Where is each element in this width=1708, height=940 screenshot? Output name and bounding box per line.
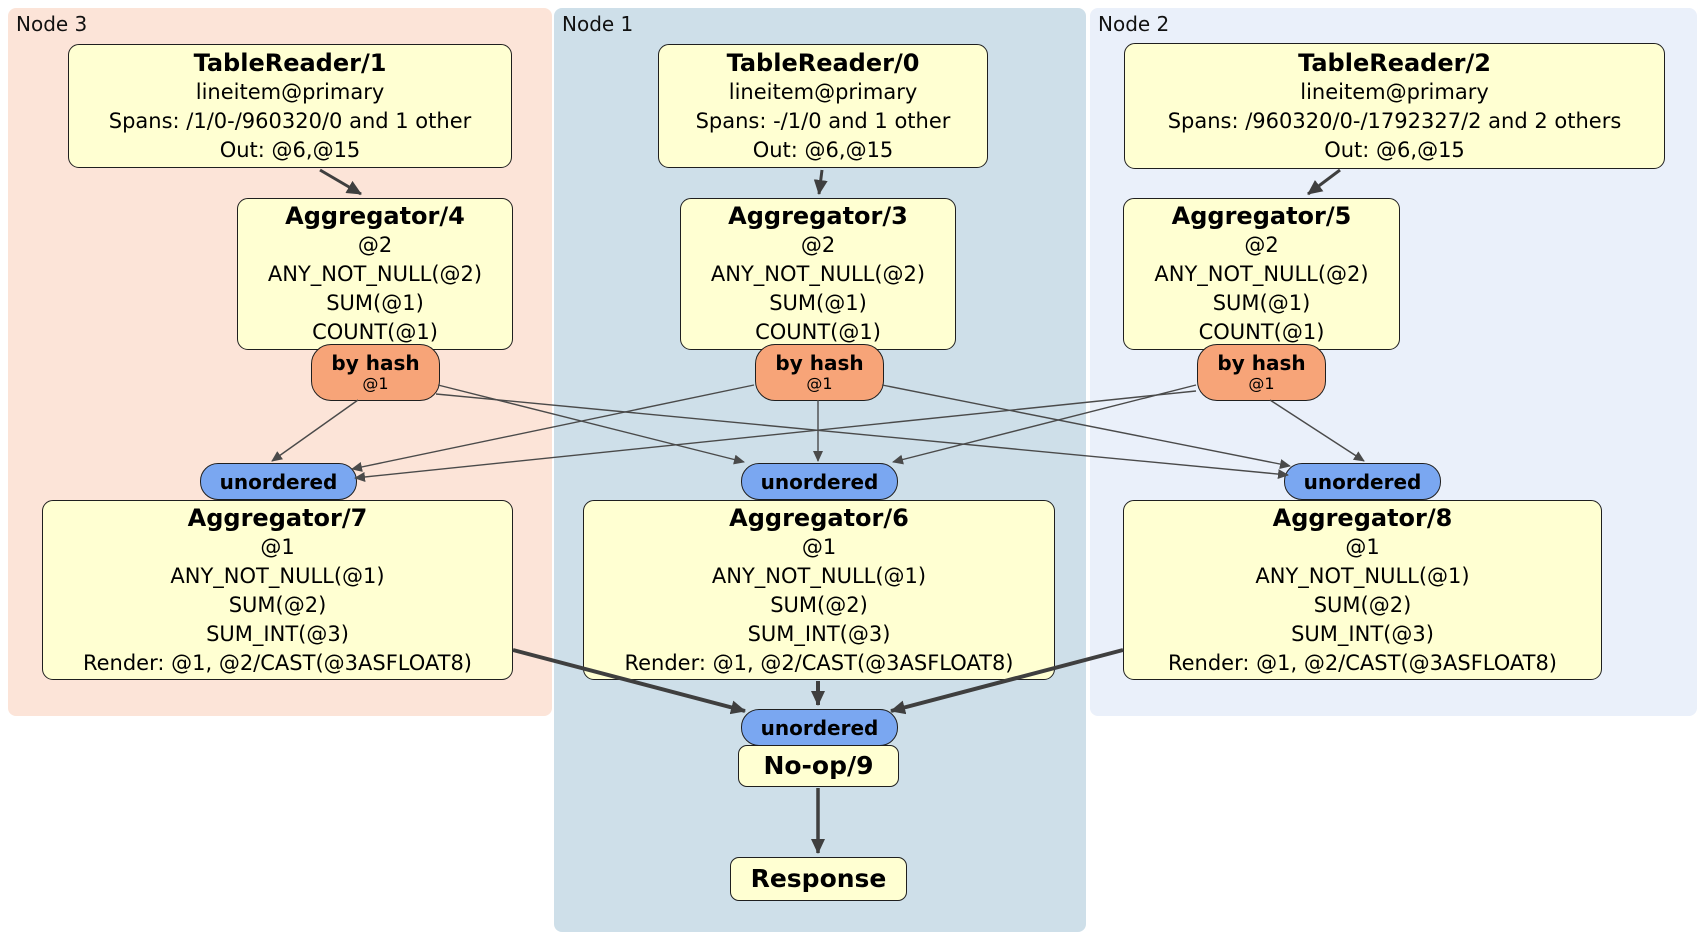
processor-detail: Out: @6,@15 [752,137,894,162]
processor-detail: Spans: /960320/0-/1792327/2 and 2 others [1167,108,1622,133]
processor-detail: @2 [1244,233,1279,257]
processor-detail: @2 [357,233,393,257]
processor-detail: @1 [1345,534,1380,559]
processor-detail: COUNT(@1) [1198,320,1325,344]
processor-detail: @1 [260,534,295,559]
processor-detail: ANY_NOT_NULL(@1) [711,563,927,588]
processor-detail: Render: @1, @2/CAST(@3ASFLOAT8) [82,650,473,675]
processor-aggregator-3: Aggregator/3 @2 ANY_NOT_NULL(@2) SUM(@1)… [680,198,956,350]
processor-detail: SUM(@1) [1212,291,1311,315]
processor-title: Aggregator/3 [728,202,908,230]
processor-detail: SUM(@1) [769,291,867,315]
processor-detail: SUM(@2) [770,592,868,617]
processor-detail: Spans: -/1/0 and 1 other [695,108,951,133]
sync-label: unordered [219,469,338,494]
sync-label: unordered [1303,469,1422,494]
processor-detail: lineitem@primary [1300,79,1489,104]
processor-detail: ANY_NOT_NULL(@2) [267,262,483,286]
processor-title: Aggregator/4 [285,202,465,230]
processor-title: Aggregator/6 [729,503,909,532]
sync-label: unordered [760,715,879,740]
processor-detail: Render: @1, @2/CAST(@3ASFLOAT8) [1167,650,1558,675]
sync-unordered-final: unordered [741,709,898,746]
sync-unordered-node2: unordered [1284,463,1441,500]
region-node1-label: Node 1 [562,12,634,36]
processor-detail: @2 [800,233,836,257]
processor-detail: lineitem@primary [728,79,918,104]
processor-detail: @1 [801,534,837,559]
processor-detail: SUM_INT(@3) [1291,621,1434,646]
router-label: by hash [331,351,420,375]
processor-title: Aggregator/5 [1171,202,1352,230]
processor-detail: Out: @6,@15 [1324,137,1465,162]
processor-title: TableReader/0 [726,48,920,77]
router-label: by hash [1217,351,1306,375]
processor-title: Response [750,864,887,893]
processor-title: TableReader/1 [193,48,387,77]
processor-aggregator-6: Aggregator/6 @1 ANY_NOT_NULL(@1) SUM(@2)… [583,500,1055,680]
processor-detail: SUM_INT(@3) [747,621,891,646]
processor-detail: ANY_NOT_NULL(@1) [1255,563,1470,588]
processor-title: TableReader/2 [1298,48,1491,77]
processor-aggregator-5: Aggregator/5 @2 ANY_NOT_NULL(@2) SUM(@1)… [1123,198,1400,350]
processor-detail: lineitem@primary [195,79,385,104]
router-by-hash-node1: by hash @1 [755,344,884,401]
region-node3-label: Node 3 [16,12,88,36]
processor-detail: Out: @6,@15 [219,137,361,162]
processor-aggregator-4: Aggregator/4 @2 ANY_NOT_NULL(@2) SUM(@1)… [237,198,513,350]
processor-title: Aggregator/8 [1272,503,1453,532]
region-node2-label: Node 2 [1098,12,1170,36]
processor-detail: COUNT(@1) [755,320,881,344]
sync-unordered-node3: unordered [200,463,357,500]
processor-detail: Spans: /1/0-/960320/0 and 1 other [108,108,472,133]
processor-detail: ANY_NOT_NULL(@2) [1154,262,1369,286]
router-by-hash-node2: by hash @1 [1197,344,1326,401]
processor-aggregator-8: Aggregator/8 @1 ANY_NOT_NULL(@1) SUM(@2)… [1123,500,1602,680]
processor-detail: ANY_NOT_NULL(@1) [170,563,385,588]
processor-tablereader-0: TableReader/0 lineitem@primary Spans: -/… [658,44,988,168]
response-box: Response [730,857,907,901]
processor-noop-9: No-op/9 [738,745,899,787]
sync-label: unordered [760,469,879,494]
processor-aggregator-7: Aggregator/7 @1 ANY_NOT_NULL(@1) SUM(@2)… [42,500,513,680]
processor-detail: ANY_NOT_NULL(@2) [710,262,926,286]
router-hash-column: @1 [362,374,389,393]
processor-tablereader-2: TableReader/2 lineitem@primary Spans: /9… [1124,43,1665,169]
router-hash-column: @1 [1248,374,1275,393]
processor-detail: SUM(@1) [326,291,424,315]
processor-title: Aggregator/7 [187,503,368,532]
router-hash-column: @1 [806,374,833,393]
router-by-hash-node3: by hash @1 [311,344,440,401]
processor-title: No-op/9 [763,751,874,780]
sync-unordered-node1: unordered [741,463,898,500]
processor-detail: COUNT(@1) [312,320,438,344]
processor-tablereader-1: TableReader/1 lineitem@primary Spans: /1… [68,44,512,168]
router-label: by hash [775,351,864,375]
processor-detail: SUM_INT(@3) [206,621,349,646]
processor-detail: SUM(@2) [228,592,327,617]
processor-detail: Render: @1, @2/CAST(@3ASFLOAT8) [624,650,1014,675]
processor-detail: SUM(@2) [1313,592,1412,617]
